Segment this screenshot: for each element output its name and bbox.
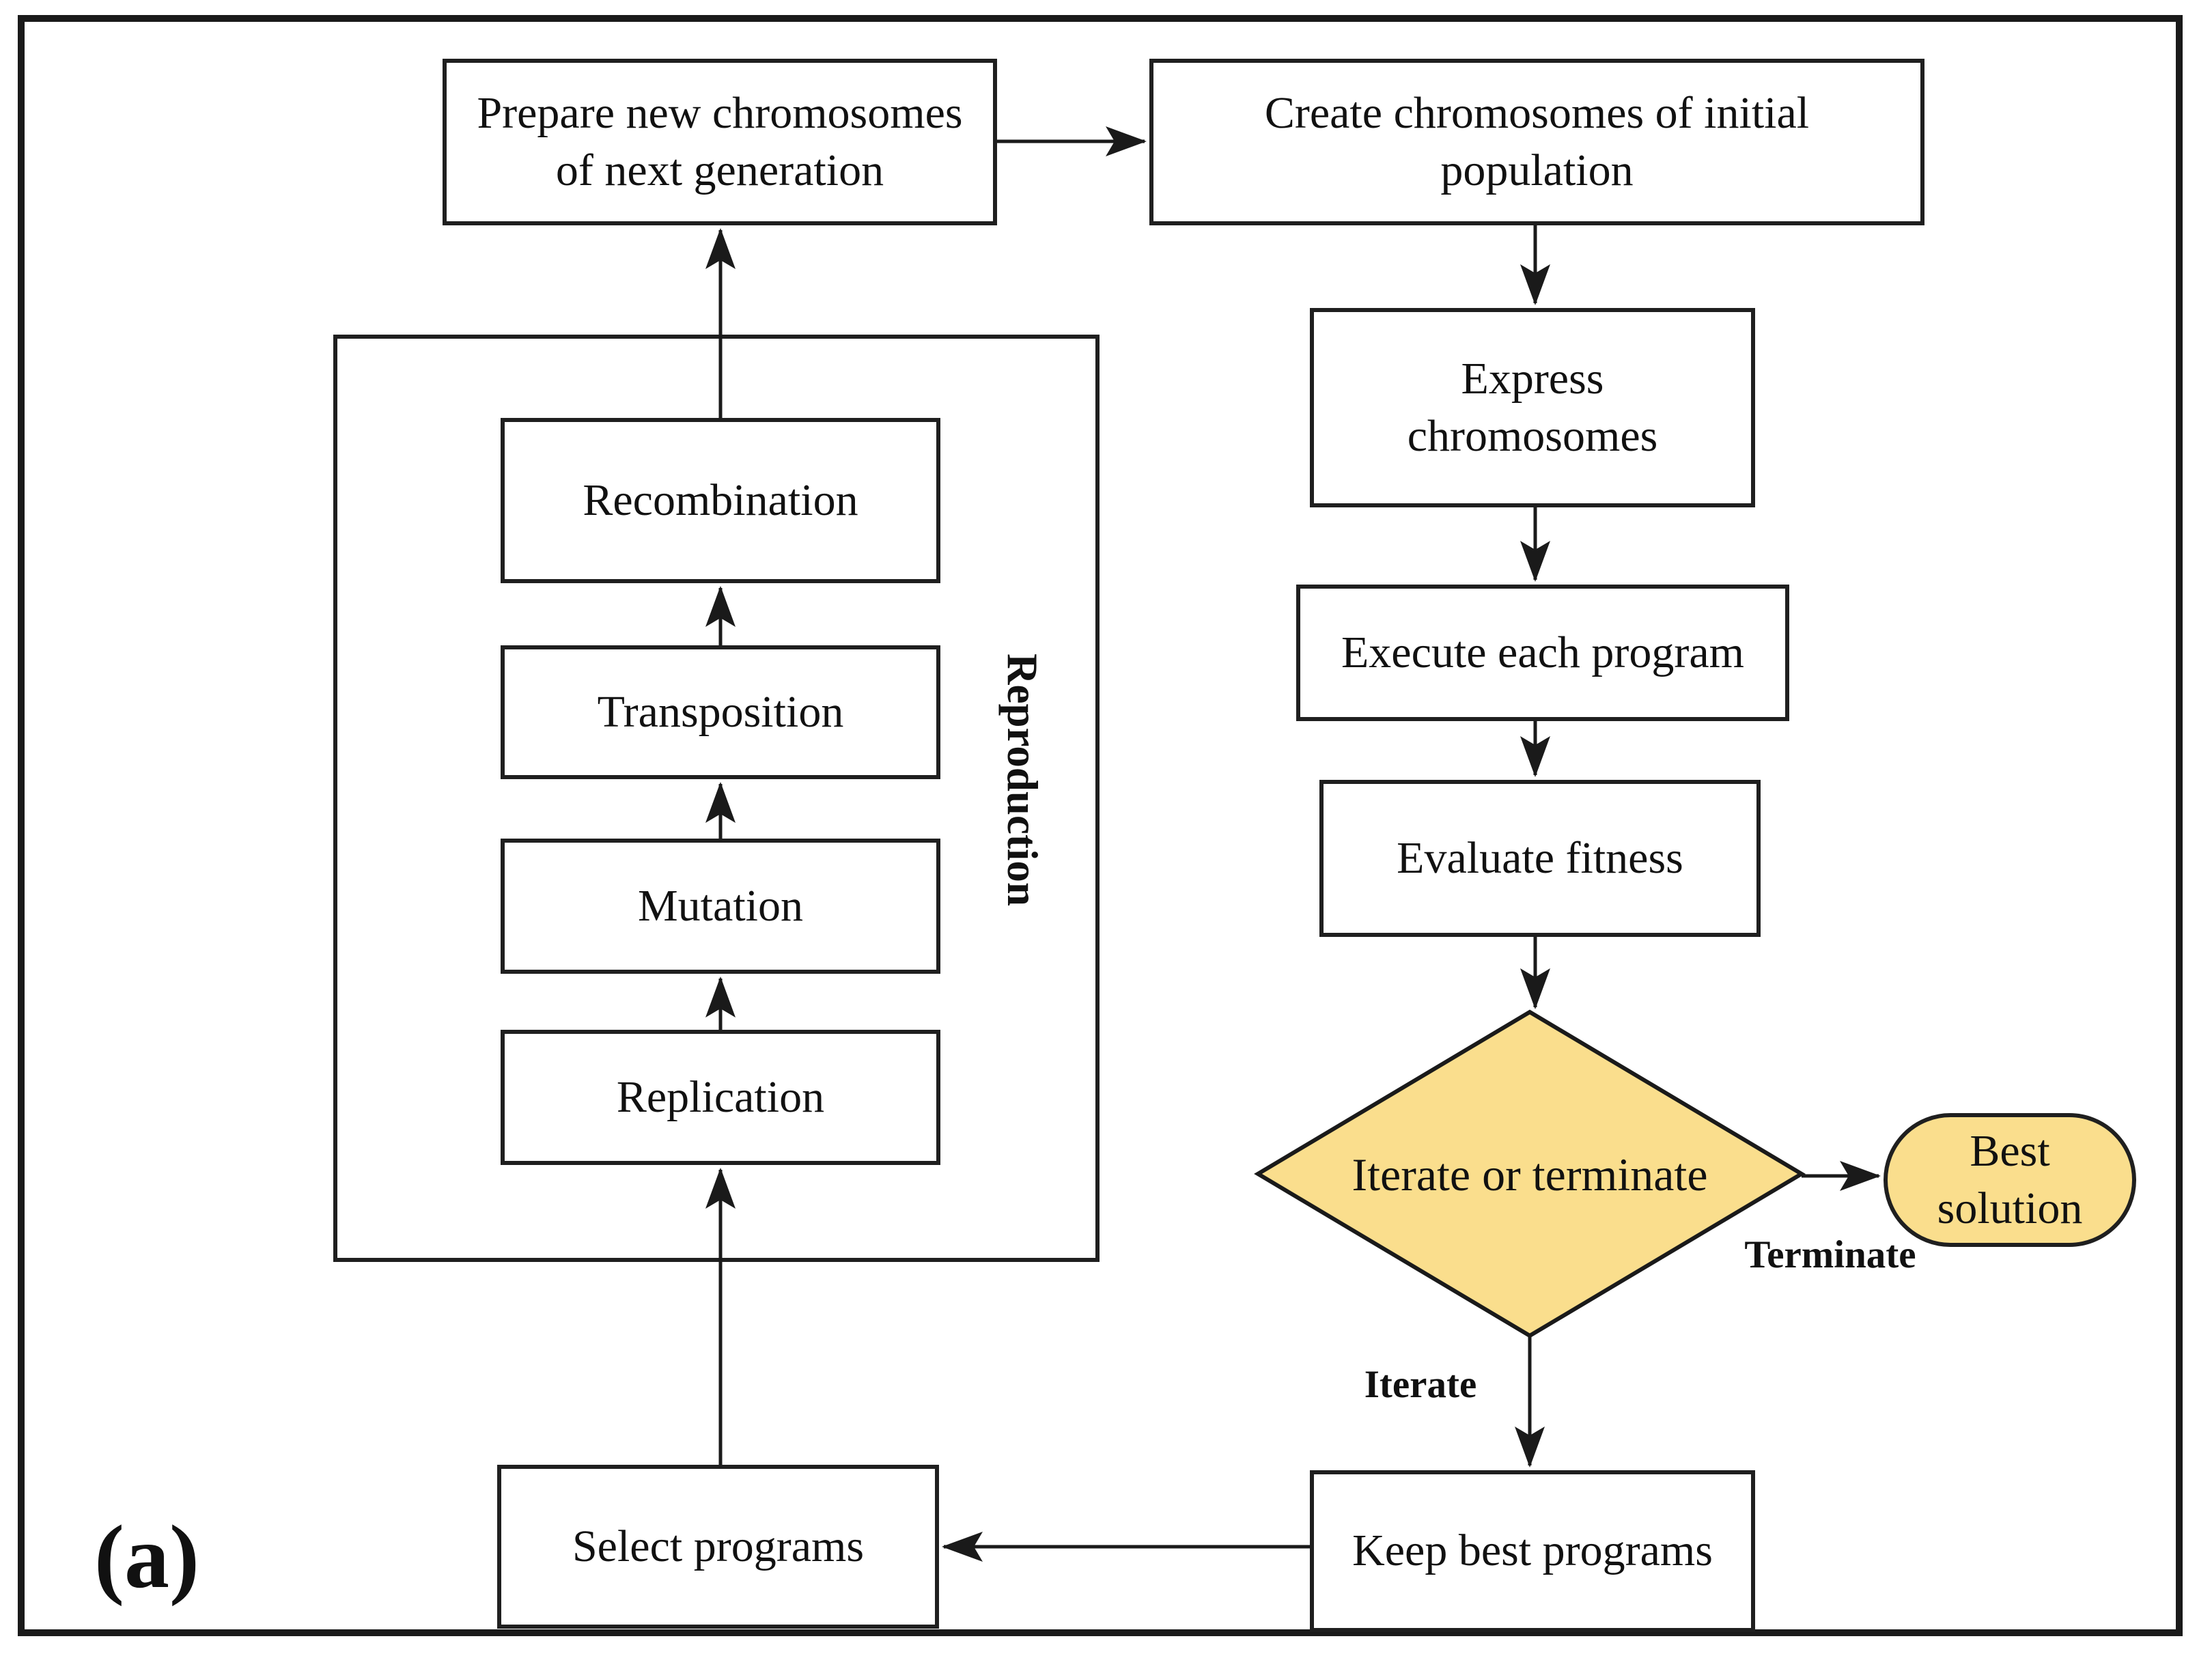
node-recombination-label: Recombination xyxy=(583,475,858,525)
node-replication-label: Replication xyxy=(616,1071,825,1122)
node-transposition: Transposition xyxy=(501,645,940,779)
node-express-chromosomes: Express chromosomes xyxy=(1310,308,1755,507)
node-select-programs: Select programs xyxy=(497,1465,939,1629)
reproduction-group-label: Reproduction xyxy=(998,654,1046,906)
node-best-solution-label: Best solution xyxy=(1937,1125,2083,1233)
node-express-label: Express chromosomes xyxy=(1407,353,1658,461)
node-recombination: Recombination xyxy=(501,418,940,583)
node-prepare-label: Prepare new chromosomes of next generati… xyxy=(477,87,963,195)
node-mutation: Mutation xyxy=(501,839,940,974)
panel-label: (a) xyxy=(94,1506,199,1607)
reproduction-group-box xyxy=(333,335,1100,1262)
terminate-branch-label: Terminate xyxy=(1744,1233,1916,1276)
iterate-branch-label: Iterate xyxy=(1364,1363,1477,1406)
figure-border xyxy=(18,15,2183,1636)
node-transposition-label: Transposition xyxy=(597,686,844,737)
node-execute-each-program: Execute each program xyxy=(1296,585,1789,721)
node-keep-best-label: Keep best programs xyxy=(1352,1526,1713,1576)
node-mutation-label: Mutation xyxy=(638,880,803,931)
node-create-initial-population: Create chromosomes of initial population xyxy=(1149,59,1924,225)
node-replication: Replication xyxy=(501,1030,940,1165)
node-select-label: Select programs xyxy=(572,1521,865,1571)
node-create-label: Create chromosomes of initial population xyxy=(1264,87,1810,195)
node-evaluate-label: Evaluate fitness xyxy=(1397,832,1683,883)
node-best-solution: Best solution xyxy=(1884,1113,2136,1247)
node-evaluate-fitness: Evaluate fitness xyxy=(1319,780,1761,937)
node-prepare-new-chromosomes: Prepare new chromosomes of next generati… xyxy=(443,59,997,225)
node-keep-best-programs: Keep best programs xyxy=(1310,1470,1755,1632)
node-execute-label: Execute each program xyxy=(1341,627,1744,677)
